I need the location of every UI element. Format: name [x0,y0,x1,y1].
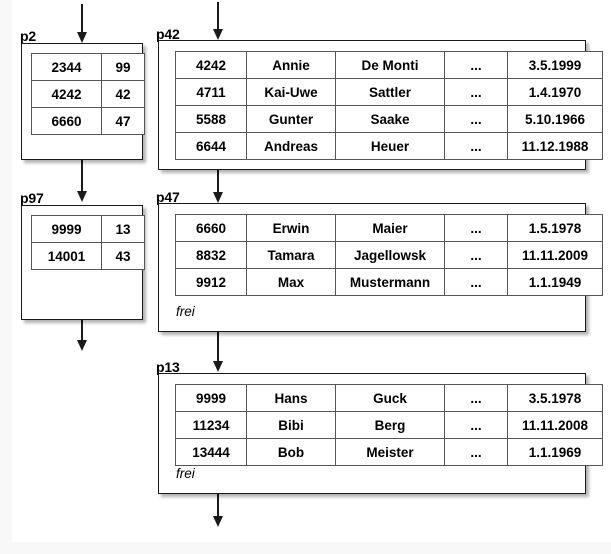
data-page-p47[interactable]: 6660 Erwin Maier ... 1.5.1978 8832 Tamar… [158,203,603,332]
record-id: 9999 [175,384,247,412]
index-pointer: 42 [101,80,145,108]
block-label-p2: p2 [20,28,36,44]
record-id: 13444 [175,438,247,466]
table-row[interactable]: 14001 43 [31,242,145,270]
record-firstname: Erwin [246,214,336,242]
record-id: 5588 [175,105,247,133]
table-row[interactable]: 13444 Bob Meister ... 1.1.1969 [175,438,603,466]
record-id: 11234 [175,411,247,439]
data-table-p13: 9999 Hans Guck ... 3.5.1978 11234 Bibi B… [175,384,603,466]
record-id: 8832 [175,241,247,269]
table-row[interactable]: 9912 Max Mustermann ... 1.1.1949 [175,268,603,296]
table-row[interactable]: 6660 Erwin Maier ... 1.5.1978 [175,214,603,242]
table-row[interactable]: 6660 47 [31,107,145,135]
table-row[interactable]: 9999 13 [31,215,145,243]
table-row[interactable]: 2344 99 [31,53,145,81]
record-ellipsis: ... [444,241,508,269]
record-ellipsis: ... [444,105,508,133]
record-date: 1.4.1970 [507,78,603,106]
record-date: 11.11.2008 [507,411,603,439]
record-date: 11.11.2009 [507,241,603,269]
index-key: 9999 [31,215,102,243]
record-firstname: Kai-Uwe [246,78,336,106]
record-firstname: Bibi [246,411,336,439]
table-row[interactable]: 4711 Kai-Uwe Sattler ... 1.4.1970 [175,78,603,106]
block-label-p97: p97 [20,190,44,206]
table-row[interactable]: 5588 Gunter Saake ... 5.10.1966 [175,105,603,133]
record-lastname: De Monti [335,51,445,79]
record-lastname: Maier [335,214,445,242]
index-page-p97[interactable]: 9999 13 14001 43 [21,205,145,320]
record-id: 9912 [175,268,247,296]
record-lastname: Saake [335,105,445,133]
record-date: 5.10.1966 [507,105,603,133]
record-lastname: Jagellowsk [335,241,445,269]
index-key: 6660 [31,107,102,135]
record-firstname: Hans [246,384,336,412]
record-id: 4711 [175,78,247,106]
record-ellipsis: ... [444,51,508,79]
table-row[interactable]: 6644 Andreas Heuer ... 11.12.1988 [175,132,603,160]
record-lastname: Berg [335,411,445,439]
record-id: 6644 [175,132,247,160]
data-page-p13[interactable]: 9999 Hans Guck ... 3.5.1978 11234 Bibi B… [158,373,603,494]
record-lastname: Guck [335,384,445,412]
table-row[interactable]: 4242 42 [31,80,145,108]
record-date: 1.5.1978 [507,214,603,242]
record-ellipsis: ... [444,438,508,466]
table-row[interactable]: 9999 Hans Guck ... 3.5.1978 [175,384,603,412]
table-row[interactable]: 8832 Tamara Jagellowsk ... 11.11.2009 [175,241,603,269]
record-id: 6660 [175,214,247,242]
record-ellipsis: ... [444,411,508,439]
record-date: 1.1.1949 [507,268,603,296]
free-space-label: frei [176,304,195,319]
data-table-p47: 6660 Erwin Maier ... 1.5.1978 8832 Tamar… [175,214,603,296]
record-firstname: Max [246,268,336,296]
index-key: 4242 [31,80,102,108]
index-key: 2344 [31,53,102,81]
table-row[interactable]: 4242 Annie De Monti ... 3.5.1999 [175,51,603,79]
record-firstname: Tamara [246,241,336,269]
block-label-p13: p13 [156,359,180,375]
record-id: 4242 [175,51,247,79]
index-table-p2: 2344 99 4242 42 6660 47 [31,53,145,135]
block-label-p47: p47 [156,189,180,205]
record-date: 1.1.1969 [507,438,603,466]
record-date: 3.5.1978 [507,384,603,412]
record-ellipsis: ... [444,214,508,242]
record-firstname: Annie [246,51,336,79]
record-date: 3.5.1999 [507,51,603,79]
index-page-p2[interactable]: 2344 99 4242 42 6660 47 [21,43,145,160]
record-firstname: Gunter [246,105,336,133]
index-pointer: 13 [101,215,145,243]
record-ellipsis: ... [444,268,508,296]
index-pointer: 99 [101,53,145,81]
index-table-p97: 9999 13 14001 43 [31,215,145,270]
record-lastname: Mustermann [335,268,445,296]
index-pointer: 43 [101,242,145,270]
index-key: 14001 [31,242,102,270]
record-firstname: Andreas [246,132,336,160]
index-pointer: 47 [101,107,145,135]
record-lastname: Sattler [335,78,445,106]
data-table-p42: 4242 Annie De Monti ... 3.5.1999 4711 Ka… [175,51,603,160]
record-ellipsis: ... [444,132,508,160]
free-space-label: frei [176,466,195,481]
block-label-p42: p42 [156,26,180,42]
record-ellipsis: ... [444,384,508,412]
record-ellipsis: ... [444,78,508,106]
record-date: 11.12.1988 [507,132,603,160]
data-page-p42[interactable]: 4242 Annie De Monti ... 3.5.1999 4711 Ka… [158,40,603,170]
record-lastname: Meister [335,438,445,466]
record-firstname: Bob [246,438,336,466]
record-lastname: Heuer [335,132,445,160]
table-row[interactable]: 11234 Bibi Berg ... 11.11.2008 [175,411,603,439]
